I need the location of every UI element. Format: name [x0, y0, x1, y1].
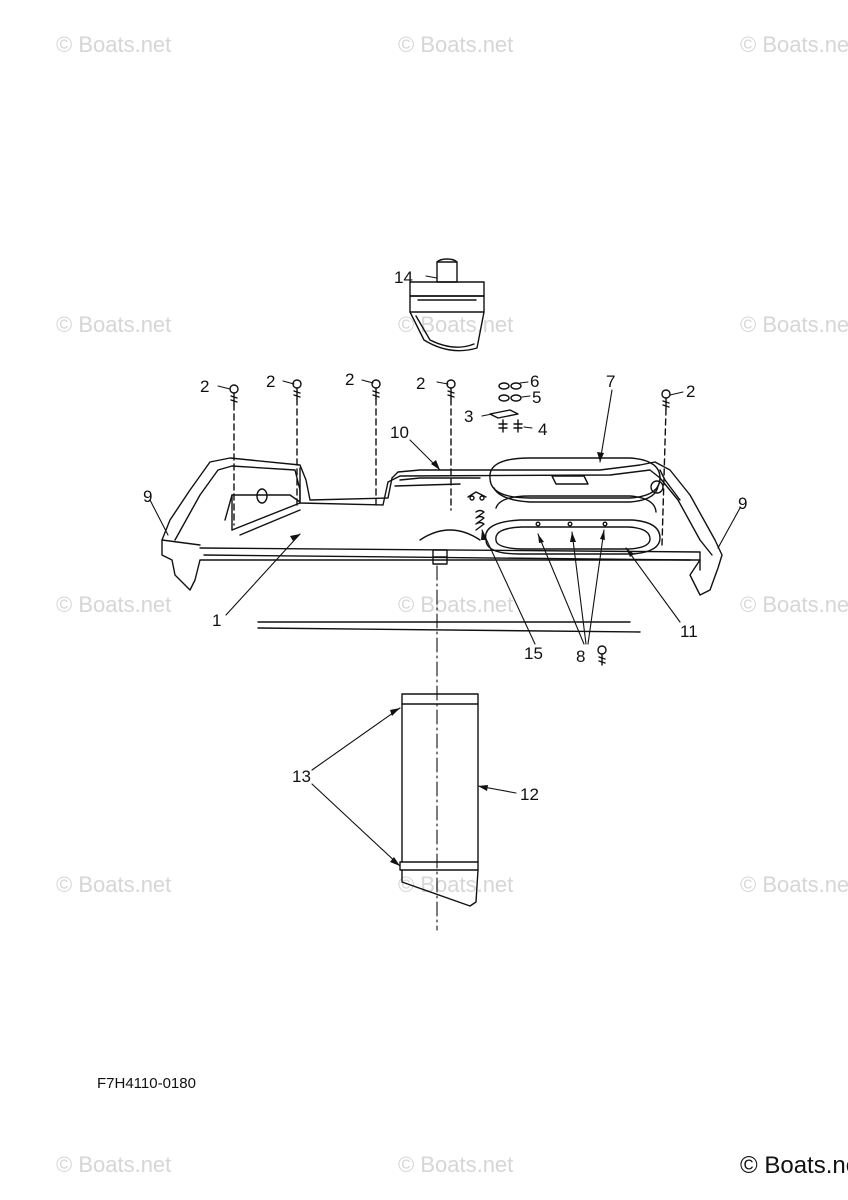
- screw-icon: [597, 645, 607, 666]
- watermark: © Boats.net: [56, 32, 172, 57]
- callout-15: 15: [524, 644, 543, 663]
- callout-10: 10: [390, 423, 409, 442]
- copyright-notice: © Boats.net: [740, 1152, 848, 1179]
- callout-2: 2: [266, 372, 275, 391]
- watermark: © Boats.net: [740, 592, 848, 617]
- watermark: © Boats.net: [398, 872, 514, 897]
- watermark: © Boats.net: [398, 312, 514, 337]
- watermark: © Boats.net: [740, 872, 848, 897]
- screw-icon: [661, 389, 671, 410]
- callout-11: 11: [680, 622, 698, 641]
- callout-3: 3: [464, 407, 473, 426]
- part-11-gasket: [484, 495, 661, 555]
- watermark: © Boats.net: [740, 312, 848, 337]
- drawing-code: F7H4110-0180: [97, 1075, 196, 1092]
- screw-icon: [292, 379, 302, 400]
- callout-1: 1: [212, 611, 221, 630]
- callout-14: 14: [394, 268, 413, 287]
- callout-2: 2: [416, 374, 425, 393]
- watermark: © Boats.net: [398, 32, 514, 57]
- watermark: © Boats.net: [398, 592, 514, 617]
- part-14-cap: [409, 258, 485, 352]
- callout-7: 7: [606, 372, 615, 391]
- callout-12: 12: [520, 785, 539, 804]
- watermark: © Boats.net: [56, 872, 172, 897]
- callout-4: 4: [538, 420, 547, 439]
- callout-8: 8: [576, 647, 585, 666]
- callout-13: 13: [292, 767, 311, 786]
- watermark: © Boats.net: [740, 32, 848, 57]
- arrowheads: [290, 452, 634, 866]
- callout-2: 2: [200, 377, 209, 396]
- callout-6: 6: [530, 372, 539, 391]
- screw-icon: [446, 379, 456, 400]
- callout-5: 5: [532, 388, 541, 407]
- part-12-duct: [399, 693, 479, 907]
- washer-icon: [498, 382, 522, 402]
- watermark: © Boats.net: [398, 1152, 514, 1177]
- callout-9: 9: [143, 487, 152, 506]
- part-1-deck-panel: [161, 457, 723, 633]
- hose-fitting: [432, 549, 448, 565]
- screw-icon: [371, 379, 381, 400]
- watermark: © Boats.net: [56, 312, 172, 337]
- part-15-spring: [467, 491, 487, 531]
- callout-2: 2: [345, 370, 354, 389]
- screw-icon: [229, 384, 239, 405]
- callout-2: 2: [686, 382, 695, 401]
- leader-lines: [149, 275, 741, 867]
- watermark: © Boats.net: [56, 592, 172, 617]
- clip-icon: [489, 409, 519, 419]
- watermark: © Boats.net: [56, 1152, 172, 1177]
- bolt-icon: [498, 419, 523, 433]
- callout-9: 9: [738, 494, 747, 513]
